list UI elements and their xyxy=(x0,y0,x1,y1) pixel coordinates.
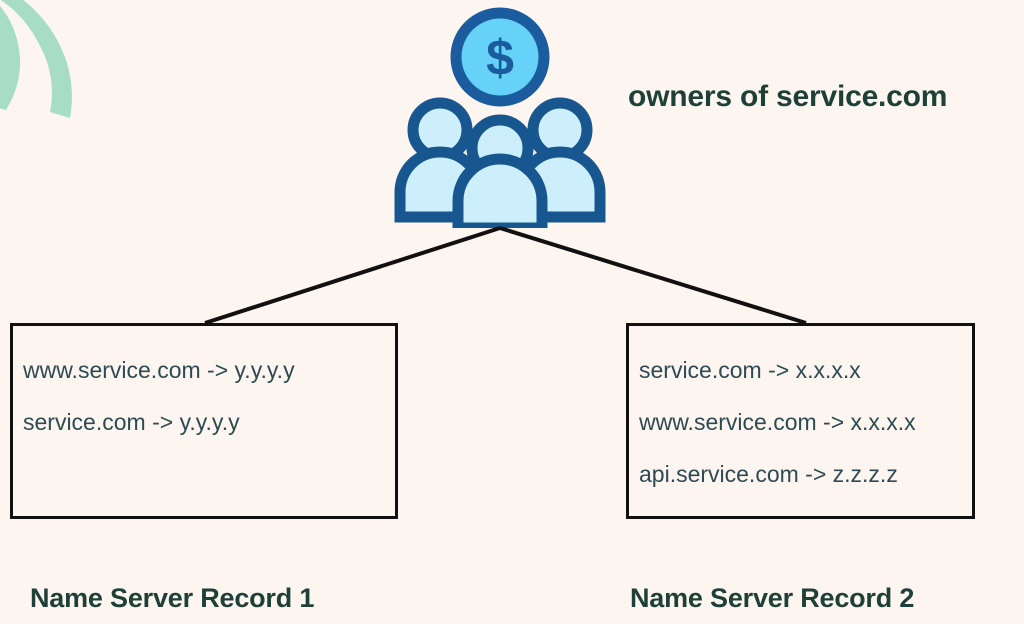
name-server-record-1-box: www.service.com -> y.y.y.y service.com -… xyxy=(10,323,398,519)
name-server-record-2-caption: Name Server Record 2 xyxy=(630,583,915,613)
people-with-money-icon: $ xyxy=(394,7,606,228)
dollar-coin-icon: $ xyxy=(450,7,550,107)
connector-left xyxy=(204,226,501,325)
record-line: service.com -> y.y.y.y xyxy=(23,409,240,435)
record-line: www.service.com -> x.x.x.x xyxy=(639,409,916,435)
record-line: api.service.com -> z.z.z.z xyxy=(639,461,898,487)
record-line: www.service.com -> y.y.y.y xyxy=(23,357,295,383)
dollar-sign-glyph: $ xyxy=(486,30,514,86)
name-server-record-2-box: service.com -> x.x.x.x www.service.com -… xyxy=(626,323,975,519)
leaf-brush-stroke-icon xyxy=(0,0,72,118)
name-server-record-1-caption: Name Server Record 1 xyxy=(30,583,315,613)
connector-right xyxy=(499,226,807,325)
page-title: owners of service.com xyxy=(628,80,948,113)
person-center-icon xyxy=(452,114,548,228)
record-line: service.com -> x.x.x.x xyxy=(639,357,861,383)
